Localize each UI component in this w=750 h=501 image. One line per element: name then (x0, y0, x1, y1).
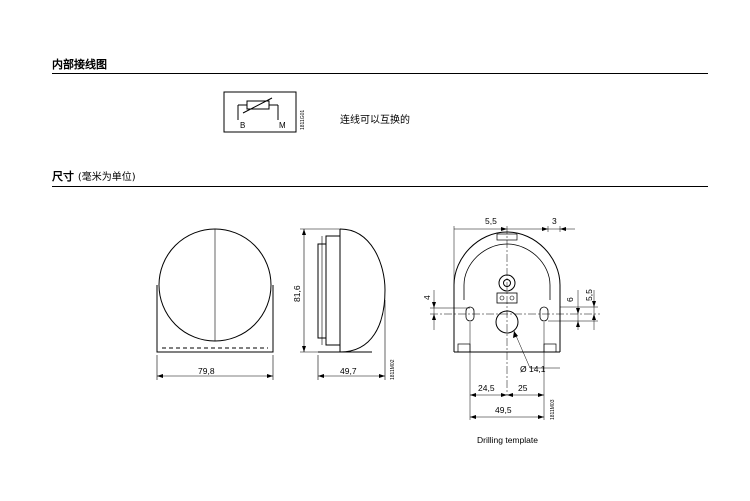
drill-dim-a: 24,5 (478, 383, 495, 393)
dimensions-title: 尺寸 (52, 170, 74, 183)
section-divider (52, 73, 708, 74)
drill-dim-b: 25 (518, 383, 528, 393)
front-view: 79,8 (156, 228, 274, 380)
side-view: 81,6 49,7 1811M02 (292, 228, 396, 380)
side-depth-label: 49,7 (340, 366, 357, 376)
wiring-code: 1811G01 (300, 110, 306, 130)
wiring-diagram: B M 1811G01 (223, 91, 306, 133)
hole-diameter-label: Ø 14,1 (520, 364, 546, 374)
drill-dim-right-b: 5,5 (584, 289, 594, 301)
unit-note: (毫米为单位) (77, 172, 136, 183)
section-divider (52, 186, 708, 187)
drill-dim-right-a: 6 (565, 297, 575, 302)
drilling-code: 1811M03 (550, 399, 556, 420)
drill-dim-top-right: 3 (552, 216, 557, 226)
dimensions-section-title: 尺寸 (毫米为单位) (52, 168, 136, 184)
terminal-m-label: M (279, 121, 286, 130)
wiring-note: 连线可以互换的 (340, 115, 410, 126)
front-width-label: 79,8 (198, 366, 215, 376)
drill-dim-top-left: 5,5 (485, 216, 497, 226)
wiring-section-title: 内部接线图 (52, 58, 107, 71)
drill-dim-total: 49,5 (495, 405, 512, 415)
side-height-label: 81,6 (292, 285, 302, 302)
drilling-template: 5,5 3 4 6 5,5 Ø 14,1 24,5 25 (422, 216, 600, 445)
front-view-code: 1811M02 (390, 359, 396, 380)
drilling-caption: Drilling template (477, 435, 538, 445)
terminal-b-label: B (240, 121, 245, 130)
drill-dim-left: 4 (422, 295, 432, 300)
